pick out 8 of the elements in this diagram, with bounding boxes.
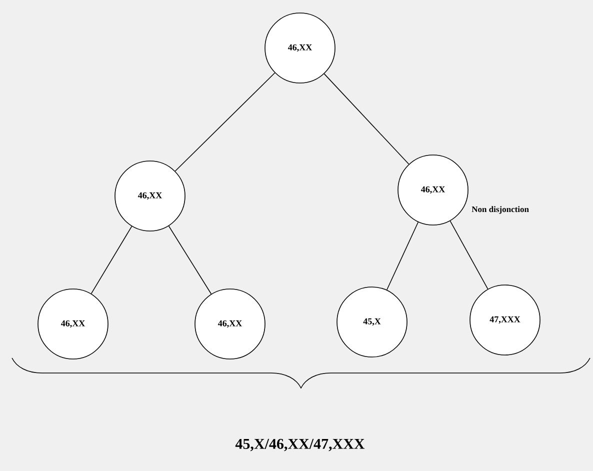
connector-line	[324, 73, 410, 165]
mosaic-label: 45,X/46,XX/47,XXX	[235, 438, 365, 452]
connector-line	[168, 226, 212, 294]
connector-line	[386, 222, 419, 290]
connector-line	[174, 72, 276, 172]
connector-line	[450, 220, 488, 290]
connector-line	[90, 226, 132, 294]
beside-label: Non disjonction	[472, 206, 529, 214]
